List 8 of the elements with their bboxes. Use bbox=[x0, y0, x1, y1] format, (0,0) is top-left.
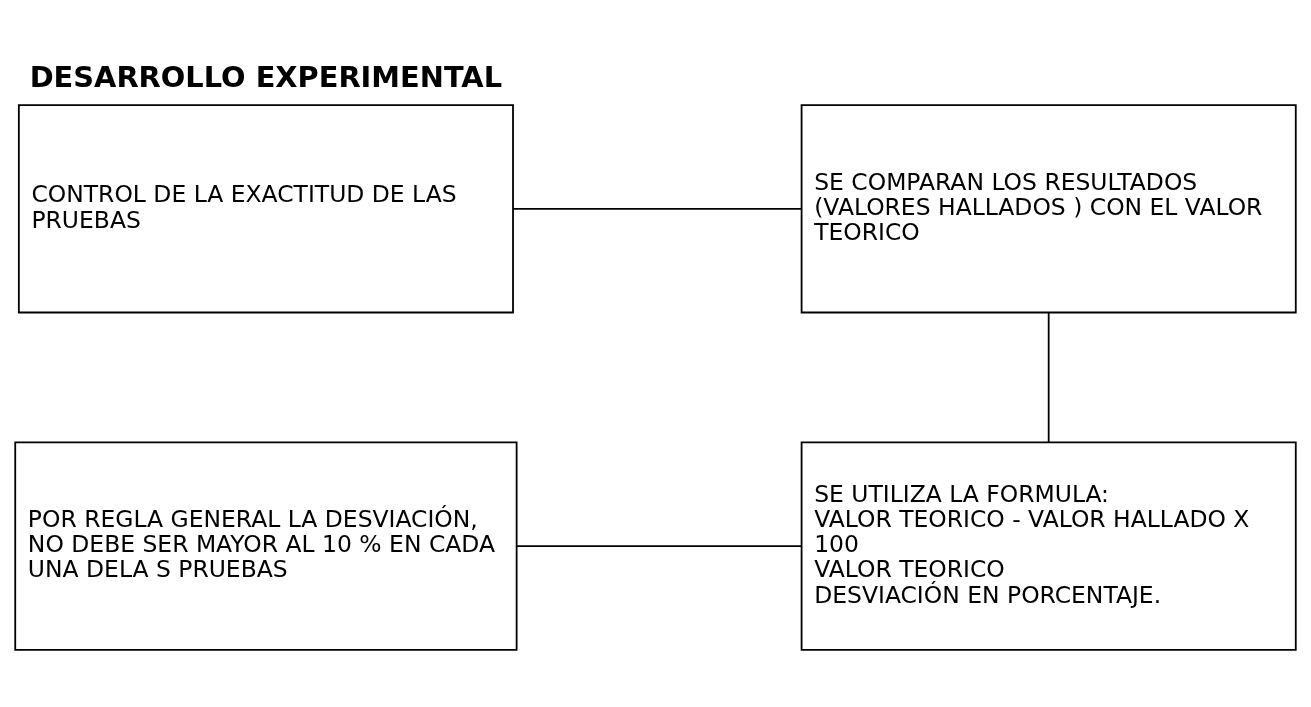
node-box: CONTROL DE LA EXACTITUD DE LAS PRUEBAS bbox=[17, 103, 514, 313]
node-box: SE UTILIZA LA FORMULA: VALOR TEORICO - VALOR HALLADO X 100 VALOR TEORICO DESVIACIÓN EN PORCENTAJE. bbox=[800, 441, 1297, 651]
node-box: SE COMPARAN LOS RESULTADOS (VALORES HALLADOS ) CON EL VALOR TEORICO bbox=[800, 103, 1297, 313]
connector bbox=[516, 544, 803, 547]
diagram-title: DESARROLLO EXPERIMENTAL bbox=[29, 59, 503, 94]
connector bbox=[1047, 311, 1050, 443]
connector bbox=[512, 207, 803, 210]
node-box: POR REGLA GENERAL LA DESVIACIÓN, NO DEBE SER MAYOR AL 10 % EN CADA UNA DELA S PRUEBAS bbox=[14, 441, 518, 651]
